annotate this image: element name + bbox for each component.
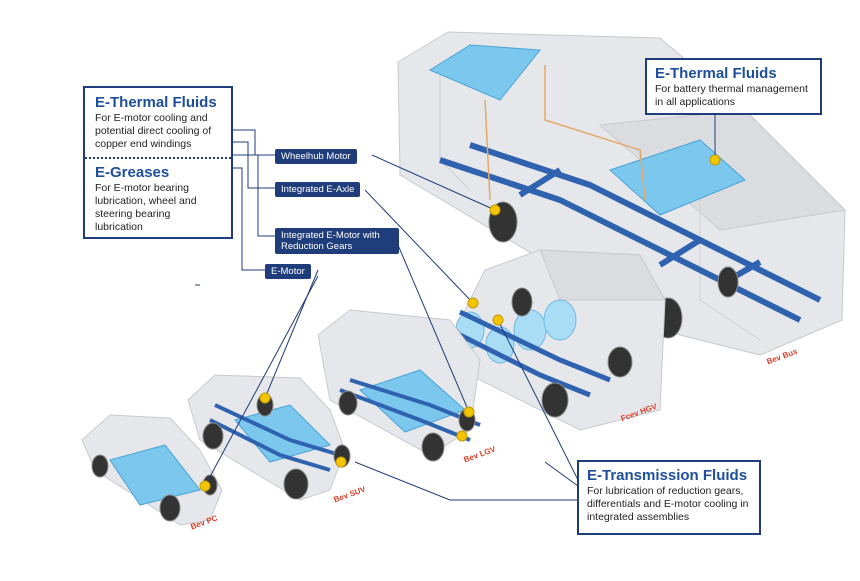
bus-piping — [484, 65, 646, 201]
pill-integrated-e-axle: Integrated E-Axle — [275, 182, 361, 197]
left-thermal-desc: For E-motor cooling and potential direct… — [95, 112, 212, 150]
leader-lines — [195, 115, 716, 501]
pill-wheelhub-motor: Wheelhub Motor — [275, 149, 357, 164]
bus-battery-front — [428, 44, 541, 101]
left-greases-desc: For E-motor bearing lubrication, wheel a… — [95, 182, 197, 233]
callout-right: E-Thermal Fluids For battery thermal man… — [645, 58, 822, 115]
bottom-transmission-desc: For lubrication of reduction gears, diff… — [587, 485, 749, 523]
callout-bottom: E-Transmission Fluids For lubrication of… — [577, 460, 761, 535]
hgv-frame — [438, 309, 611, 398]
left-thermal-title: E-Thermal Fluids — [95, 94, 217, 111]
pill-e-motor: E-Motor — [265, 264, 311, 279]
right-thermal-title: E-Thermal Fluids — [655, 65, 777, 82]
bottom-transmission-title: E-Transmission Fluids — [587, 467, 748, 484]
callout-left: E-Thermal Fluids For E-motor cooling and… — [83, 86, 233, 239]
suv-frame — [209, 403, 341, 472]
callout-divider — [85, 157, 231, 159]
connector-dots — [199, 154, 721, 492]
pc-battery — [109, 444, 201, 506]
pill-reduction-gears: Integrated E-Motor with Reduction Gears — [275, 228, 399, 254]
right-thermal-desc: For battery thermal management in all ap… — [655, 83, 808, 108]
left-greases-title: E-Greases — [95, 164, 170, 181]
hgv-body — [439, 249, 666, 431]
